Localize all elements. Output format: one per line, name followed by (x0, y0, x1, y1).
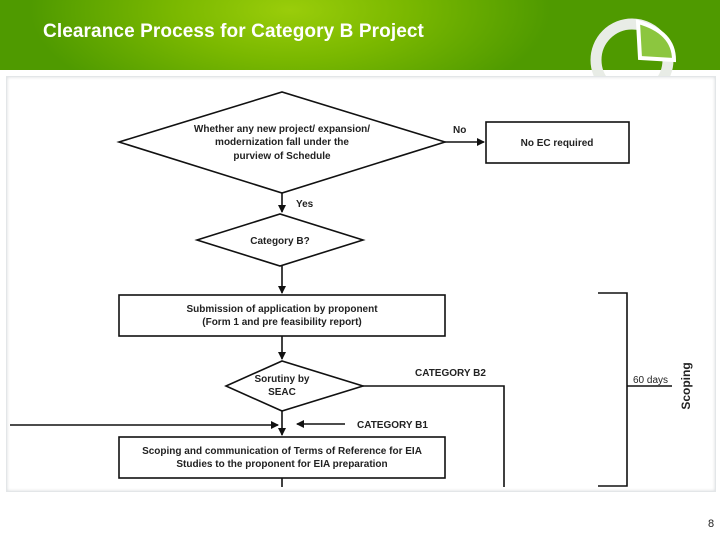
yes-label: Yes (296, 199, 314, 210)
scoping-line2: Studies to the proponent for EIA prepara… (176, 459, 387, 470)
phase-label: Scoping (679, 362, 693, 409)
scoping-box (118, 436, 446, 479)
no-ec-box (485, 121, 630, 164)
decision1-line2: modernization fall under the (215, 137, 349, 148)
decision1-line1: Whether any new project/ expansion/ (194, 124, 370, 135)
decision1-line3: purview of Schedule (233, 151, 331, 162)
slide-title: Clearance Process for Category B Project (43, 21, 424, 42)
no-ec-label: No EC required (521, 138, 594, 149)
submission-line2: (Form 1 and pre feasibility report) (202, 317, 361, 328)
duration-label: 60 days (633, 375, 668, 386)
pie-chart-logo-icon (590, 18, 677, 94)
decision3-line2: SEAC (268, 387, 296, 398)
decision-seac-scrutiny (224, 360, 366, 412)
scoping-bracket (598, 292, 628, 487)
decision3-line1: Sorutiny by (254, 374, 309, 385)
decision-category-b (194, 213, 366, 267)
no-label: No (453, 125, 466, 136)
category-b1-label: CATEGORY B1 (357, 420, 428, 431)
submission-line1: Submission of application by proponent (186, 304, 378, 315)
scoping-line1: Scoping and communication of Terms of Re… (142, 446, 422, 457)
page-number: 8 (708, 518, 715, 530)
submission-box (118, 294, 446, 337)
decision2-label: Category B? (250, 236, 309, 247)
category-b2-label: CATEGORY B2 (415, 368, 486, 379)
